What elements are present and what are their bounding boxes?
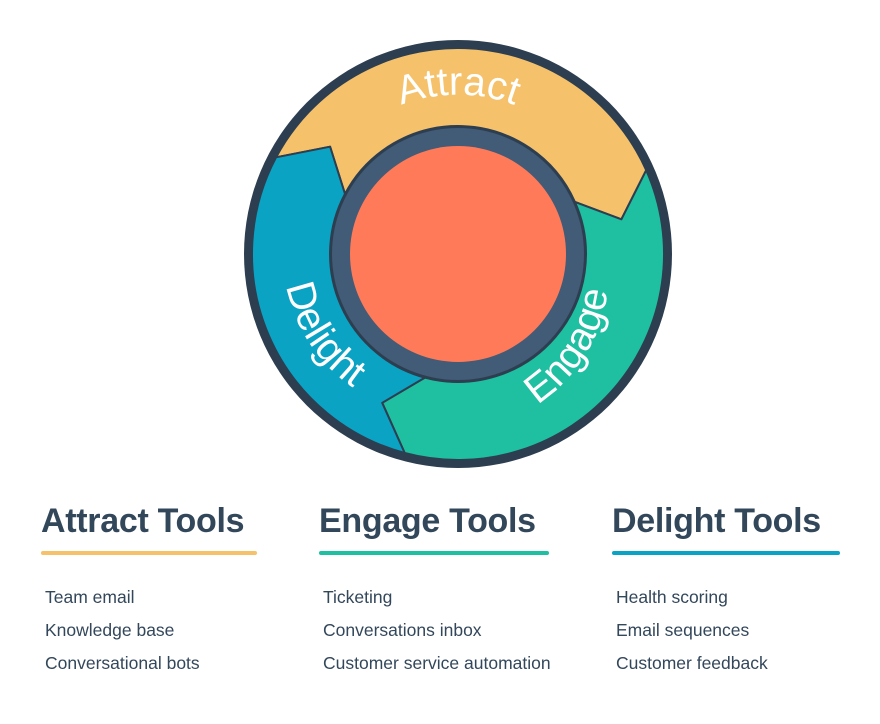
segment-engage <box>381 169 666 461</box>
engage-tools-column: Engage Tools Ticketing Conversations inb… <box>319 500 551 680</box>
attract-tools-column: Attract Tools Team email Knowledge base … <box>41 500 257 680</box>
list-item: Ticketing <box>323 587 393 607</box>
delight-tools-list: Health scoring Email sequences Customer … <box>616 581 840 680</box>
attract-tools-title: Attract Tools <box>41 502 245 540</box>
list-item: Knowledge base <box>45 620 175 640</box>
engage-tools-list: Ticketing Conversations inbox Customer s… <box>323 581 551 680</box>
attract-tools-underline <box>41 551 257 555</box>
list-item: Conversational bots <box>45 653 200 673</box>
delight-tools-column: Delight Tools Health scoring Email seque… <box>612 500 840 680</box>
segment-attract <box>275 46 648 221</box>
list-item: Customer feedback <box>616 653 768 673</box>
engage-tools-title: Engage Tools <box>319 502 536 540</box>
attract-tools-list: Team email Knowledge base Conversational… <box>45 581 257 680</box>
flywheel-diagram: Attract Engage Delight <box>244 40 672 468</box>
delight-tools-underline <box>612 551 840 555</box>
engage-tools-underline <box>319 551 549 555</box>
delight-tools-title: Delight Tools <box>612 502 821 540</box>
list-item: Customer service automation <box>323 653 551 673</box>
segment-delight <box>251 145 426 454</box>
list-item: Conversations inbox <box>323 620 482 640</box>
center-circle <box>350 146 566 362</box>
list-item: Email sequences <box>616 620 750 640</box>
list-item: Health scoring <box>616 587 728 607</box>
list-item: Team email <box>45 587 135 607</box>
